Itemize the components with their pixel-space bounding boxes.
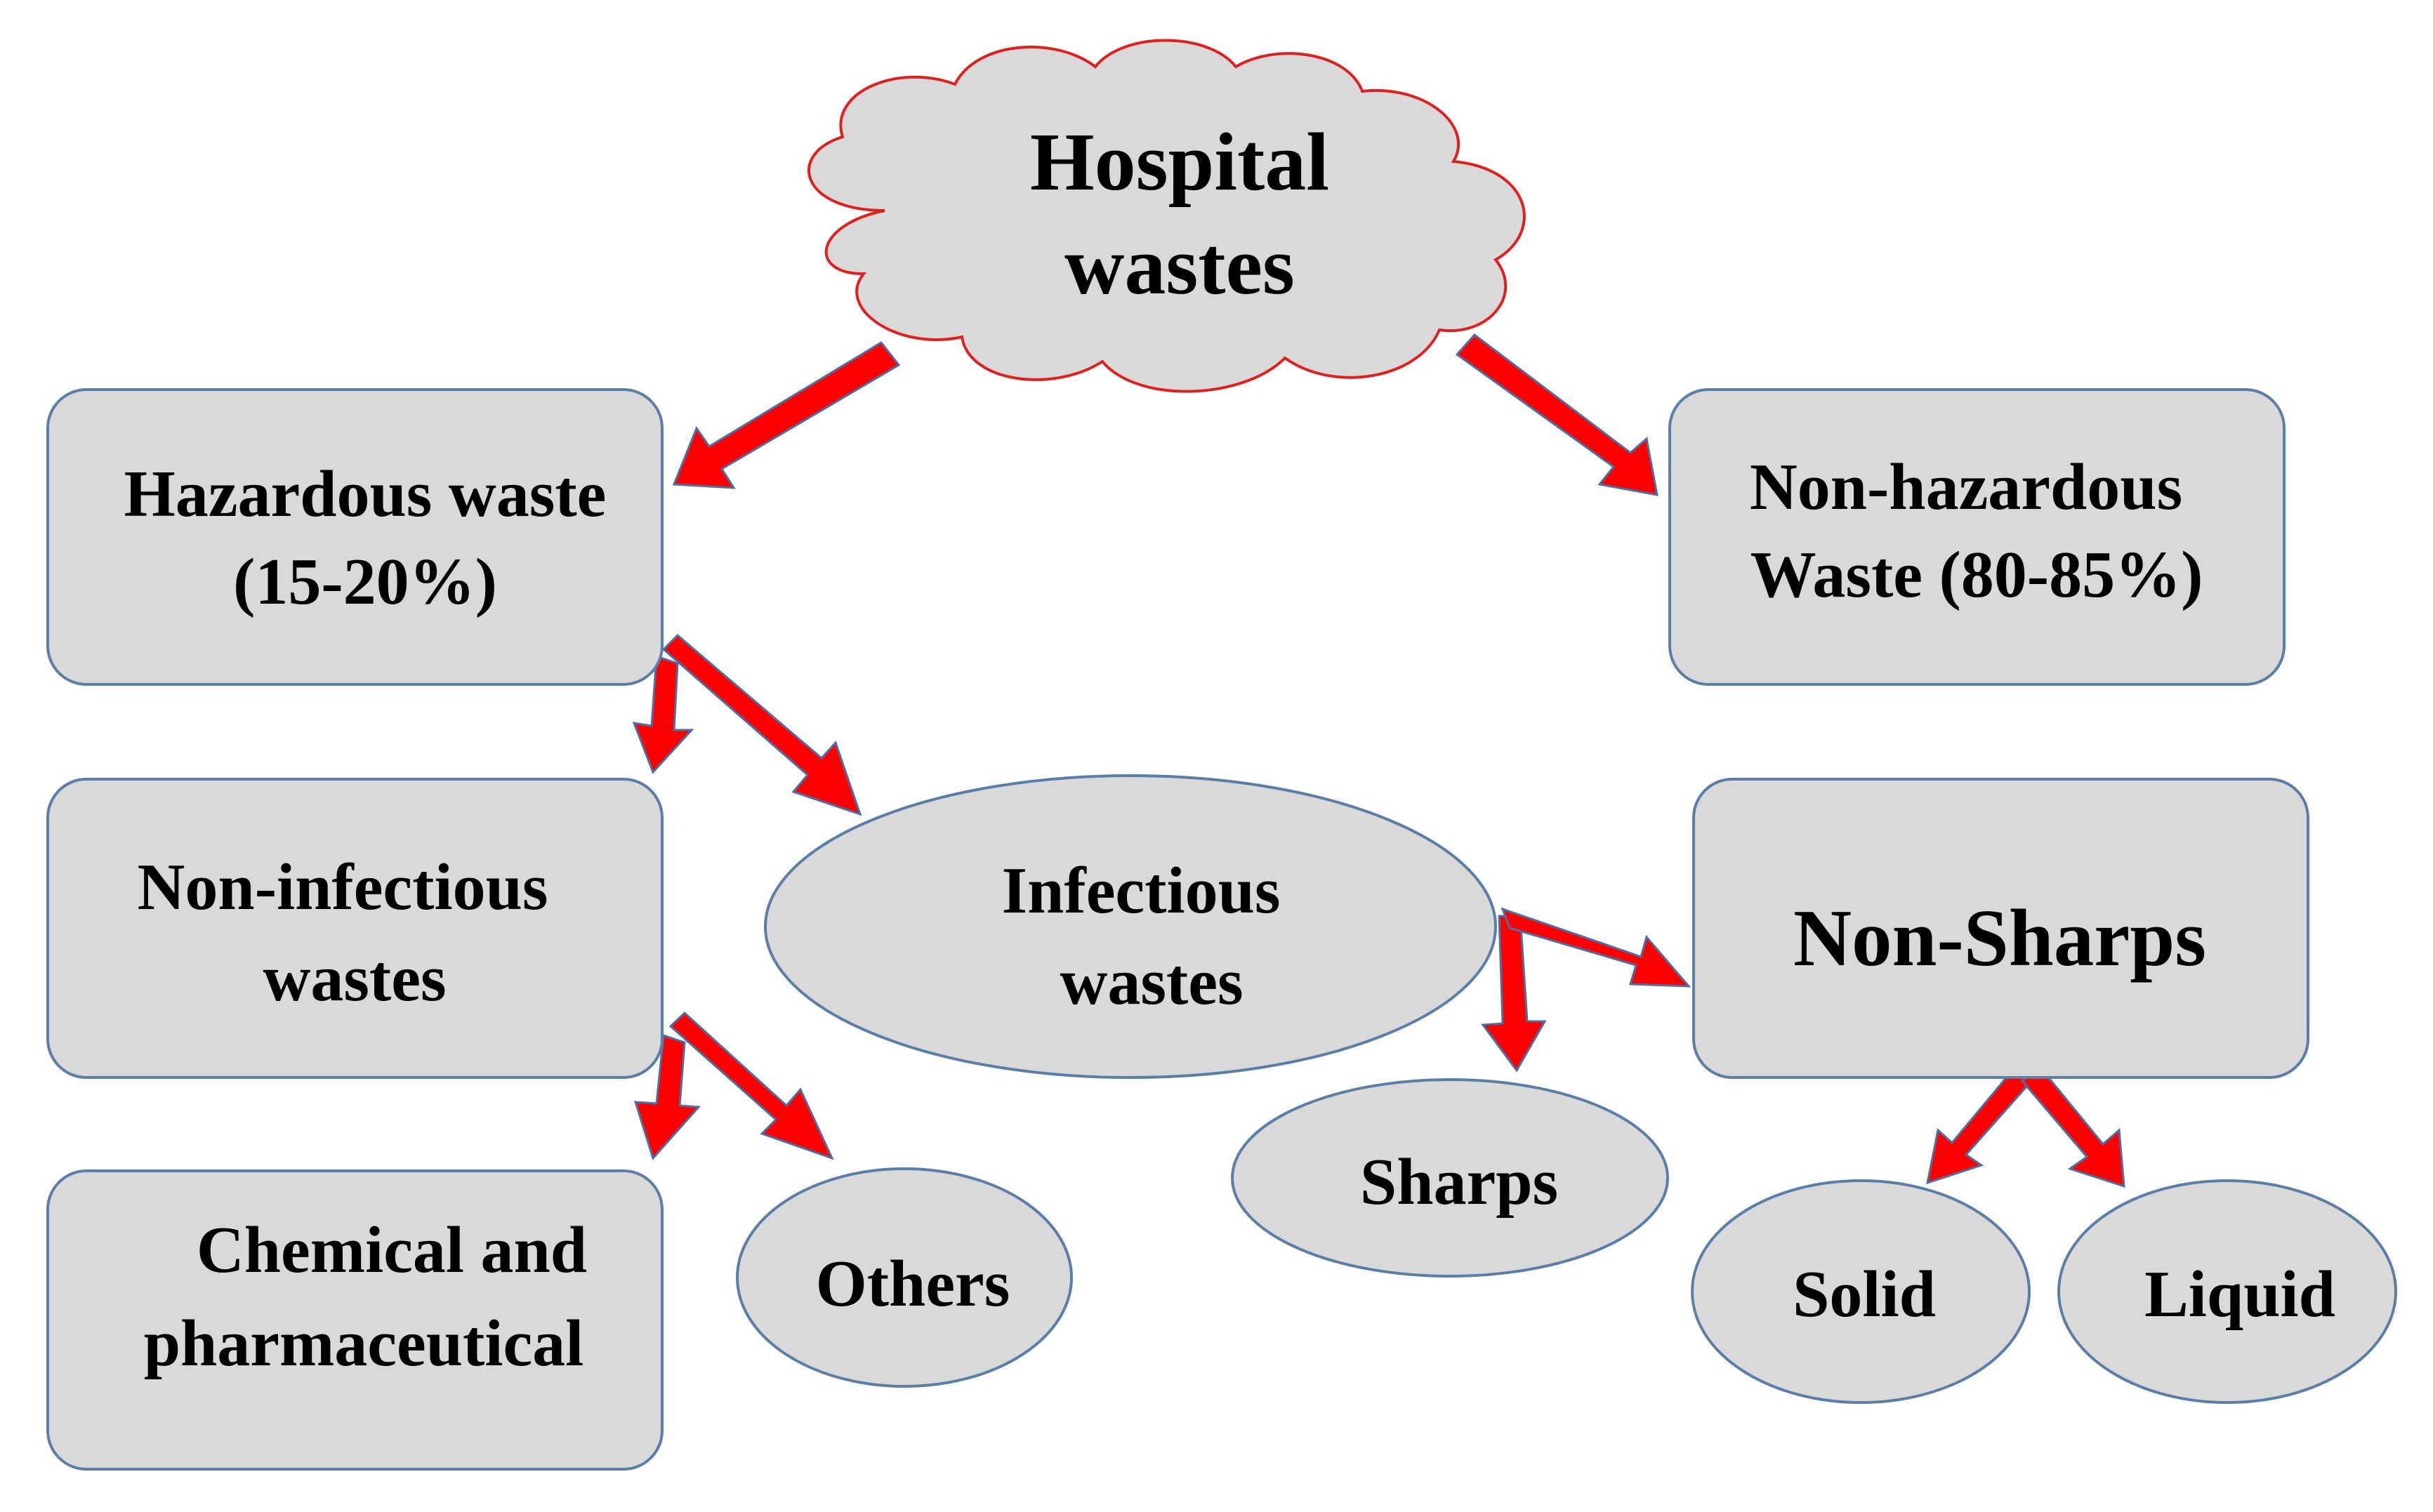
root-label-line2: wastes [1064, 220, 1295, 312]
infectious-label-line2: wastes [1060, 946, 1243, 1019]
infectious-wastes-ellipse [764, 774, 1497, 1079]
sharps-ellipse [1231, 1078, 1669, 1278]
non-hazardous-label-line2: Waste (80-85%) [1750, 538, 2203, 611]
solid-ellipse [1691, 1179, 2031, 1404]
others-ellipse [736, 1167, 1073, 1388]
infectious-label-line1: Infectious [1002, 854, 1281, 927]
others-label: Others [816, 1247, 1010, 1320]
chemical-label-line2: pharmaceutical [144, 1307, 584, 1380]
arrow-nonsharps-to-liquid [2020, 1065, 2125, 1188]
chemical-label-line1: Chemical and [197, 1214, 587, 1287]
root-label-line1: Hospital [1030, 116, 1329, 208]
non-infectious-wastes-node: Non-infectious wastes [46, 778, 664, 1079]
infectious-wastes-node: Infectious wastes [764, 774, 1497, 1079]
hazardous-label-line2: (15-20%) [233, 545, 497, 618]
sharps-node: Sharps [1231, 1078, 1669, 1278]
cloud-shape [807, 39, 1526, 393]
liquid-node: Liquid [2057, 1179, 2397, 1404]
liquid-ellipse [2057, 1179, 2397, 1404]
root-cloud-node: Hospital wastes [807, 39, 1526, 393]
arrow-root-to-hazardous [672, 341, 901, 489]
sharps-label: Sharps [1360, 1146, 1558, 1219]
arrow-infectious-to-nonsharps [1501, 907, 1692, 988]
non-sharps-label: Non-Sharps [1793, 894, 2206, 983]
others-node: Others [736, 1167, 1073, 1388]
non-infectious-label-line1: Non-infectious [138, 851, 548, 924]
arrow-noninfectious-to-chemical [633, 1033, 701, 1160]
arrow-hazardous-to-noninfectious [632, 654, 694, 774]
arrow-infectious-to-sharps [1481, 915, 1547, 1073]
arrow-noninfectious-to-others [668, 1011, 834, 1160]
arrow-root-to-nonhazardous [1455, 333, 1659, 496]
arrow-hazardous-to-infectious [661, 633, 862, 816]
non-hazardous-waste-node: Non-hazardous Waste (80-85%) [1668, 388, 2286, 686]
hazardous-label-line1: Hazardous waste [124, 458, 607, 531]
non-infectious-label-line2: wastes [263, 942, 446, 1015]
non-sharps-node: Non-Sharps [1692, 778, 2309, 1079]
solid-label: Solid [1793, 1258, 1936, 1331]
non-hazardous-label-line1: Non-hazardous [1750, 451, 2182, 524]
chemical-pharmaceutical-node: Chemical and pharmaceutical [46, 1169, 664, 1471]
liquid-label: Liquid [2144, 1258, 2335, 1331]
solid-node: Solid [1691, 1179, 2031, 1404]
arrows [632, 333, 2125, 1188]
non-infectious-wastes-box [46, 778, 664, 1079]
arrow-nonsharps-to-solid [1926, 1065, 2035, 1185]
chemical-pharmaceutical-box [46, 1169, 664, 1471]
non-hazardous-waste-box [1668, 388, 2286, 686]
non-sharps-box [1692, 778, 2309, 1079]
hazardous-waste-box [46, 388, 664, 686]
hazardous-waste-node: Hazardous waste (15-20%) [46, 388, 664, 686]
